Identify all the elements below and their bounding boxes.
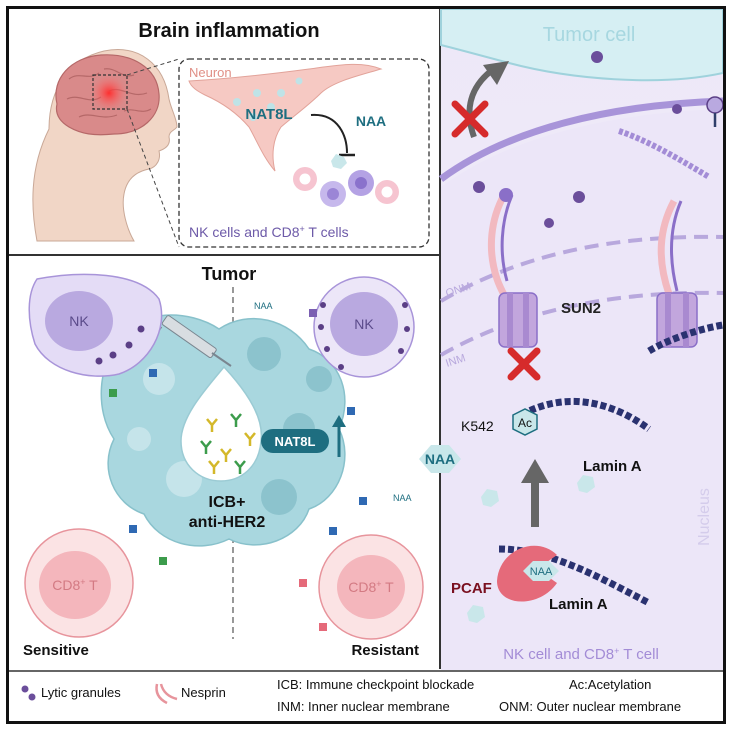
label-k542: K542 bbox=[461, 418, 494, 434]
legend: Lytic granules Nesprin ICB: Immune check… bbox=[21, 677, 681, 714]
figure-frame: Brain inflammation Neuron NAT8L NAA NK c… bbox=[6, 6, 726, 724]
neuron-shape bbox=[188, 63, 383, 172]
brain-inflammation-panel: Brain inflammation Neuron NAT8L NAA NK c… bbox=[32, 20, 430, 248]
tumor-panel: Tumor ICB+ anti-HER2 NAT8L bbox=[23, 264, 424, 659]
label-lamin-a-top: Lamin A bbox=[583, 458, 642, 475]
naa-scatter-icons bbox=[467, 475, 595, 623]
blocked-arrow bbox=[466, 68, 493, 139]
legend-onm: ONM: Outer nuclear membrane bbox=[499, 699, 681, 714]
label-naa-center: NAA bbox=[425, 451, 455, 467]
label-neuron: Neuron bbox=[189, 65, 232, 80]
title-tumor: Tumor bbox=[202, 264, 257, 284]
label-lamin-a-bottom: Lamin A bbox=[549, 596, 608, 613]
lytic-granules-icon bbox=[473, 51, 682, 228]
acetyl-hexagon-icon bbox=[512, 408, 538, 436]
lamin-a-top-fiber bbox=[512, 397, 652, 432]
naa-center-star bbox=[419, 445, 461, 473]
nk-plasma-membrane bbox=[438, 97, 723, 182]
label-pcaf: PCAF bbox=[451, 580, 492, 597]
naa-star-icon bbox=[331, 154, 347, 169]
label-naa-top: NAA bbox=[356, 113, 386, 129]
label-nat8l: NAT8L bbox=[245, 106, 292, 123]
lamina-right bbox=[647, 321, 723, 355]
label-nk-cd8-footer: NK cell and CD8+ T cell bbox=[503, 646, 659, 663]
label-naa-small-1: NAA bbox=[254, 301, 273, 311]
label-sensitive: Sensitive bbox=[23, 642, 89, 659]
label-nk-top-left: NK bbox=[69, 313, 89, 329]
label-nk-top-right: NK bbox=[354, 316, 374, 332]
label-naa-small-2: NAA bbox=[393, 493, 412, 503]
label-sun2: SUN2 bbox=[561, 300, 601, 317]
up-arrow-icon bbox=[332, 415, 346, 427]
label-nk-cd8-cells: NK cells and CD8+ T cells bbox=[189, 224, 349, 240]
label-nucleus: Nucleus bbox=[696, 488, 713, 546]
legend-lytic-granules: Lytic granules bbox=[41, 685, 121, 700]
legend-lytic-icon bbox=[21, 685, 29, 693]
sun2-complex-left bbox=[498, 292, 538, 348]
nk-cell-top-right: NK bbox=[313, 276, 415, 378]
inhibition-arrow bbox=[310, 113, 348, 154]
label-cd8-left: CD8+ T bbox=[52, 577, 98, 593]
nesprin-right bbox=[618, 128, 711, 296]
red-x-sun2-icon bbox=[507, 347, 541, 381]
lamin-a-bottom-fiber bbox=[498, 545, 651, 607]
antibody-icons bbox=[200, 413, 256, 474]
legend-icb: ICB: Immune checkpoint blockade bbox=[277, 677, 474, 692]
label-naa-pcaf: NAA bbox=[530, 566, 553, 578]
title-brain-inflammation: Brain inflammation bbox=[138, 20, 319, 42]
label-ac: Ac bbox=[518, 416, 532, 430]
cd8-cell-left: CD8+ T bbox=[24, 528, 134, 638]
label-resistant: Resistant bbox=[351, 642, 419, 659]
label-icb: ICB+ bbox=[209, 494, 246, 511]
legend-ac: Ac:Acetylation bbox=[569, 677, 651, 692]
receptor-icons bbox=[109, 309, 367, 631]
nat8l-badge bbox=[261, 429, 329, 453]
antibody-drop bbox=[180, 365, 263, 482]
zoom-box bbox=[92, 74, 128, 110]
cd8-cell-right: CD8+ T bbox=[318, 534, 424, 640]
tumor-cell-membrane bbox=[440, 9, 723, 82]
legend-inm: INM: Inner nuclear membrane bbox=[277, 699, 450, 714]
legend-nesprin-icon bbox=[155, 683, 178, 705]
label-anti-her2: anti-HER2 bbox=[189, 514, 266, 531]
mechanism-panel: Tumor cell ONM INM SUN2 bbox=[419, 9, 723, 670]
figure-canvas: Brain inflammation Neuron NAT8L NAA NK c… bbox=[9, 9, 723, 721]
nk-cell-top-left: NK bbox=[28, 273, 163, 377]
label-cd8-right: CD8+ T bbox=[348, 579, 394, 595]
label-inm: INM bbox=[444, 352, 467, 370]
receptor-top-right-icon bbox=[706, 96, 723, 114]
legend-nesprin: Nesprin bbox=[181, 685, 226, 700]
red-x-top-icon bbox=[451, 100, 489, 138]
label-tumor-cell: Tumor cell bbox=[543, 24, 636, 46]
label-nat8l-badge: NAT8L bbox=[275, 434, 316, 449]
